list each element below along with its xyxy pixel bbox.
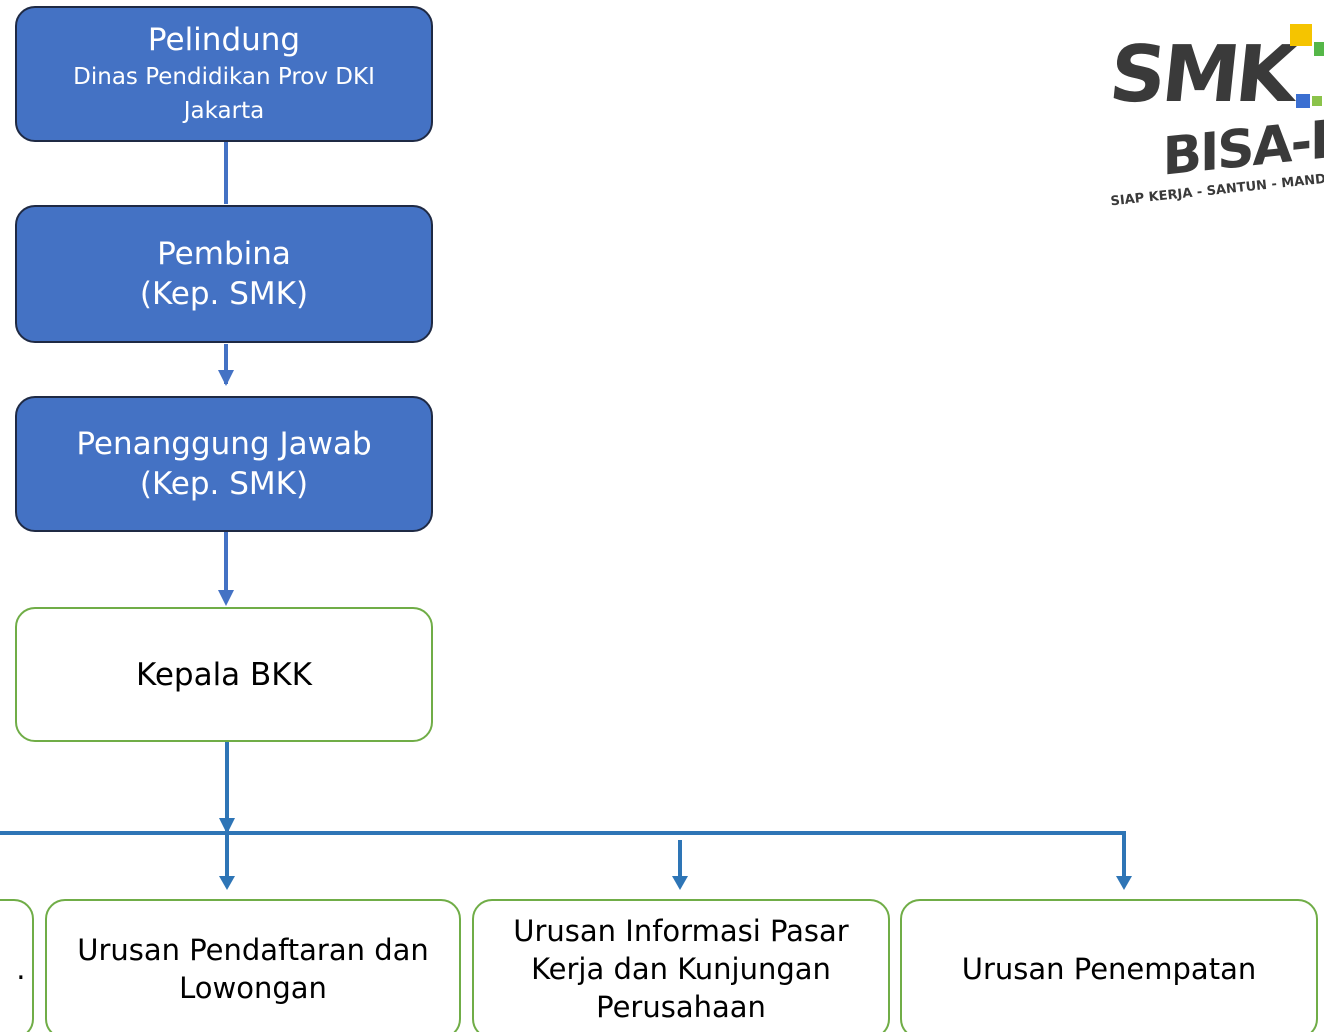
logo-square-blue [1296,94,1310,108]
node-urusan-informasi: Urusan Informasi Pasar Kerja dan Kunjung… [472,899,890,1032]
node-pembina-subtitle: (Kep. SMK) [139,276,309,312]
node-penanggung-jawab: Penanggung Jawab (Kep. SMK) [15,396,433,532]
arrowhead [218,370,234,386]
logo-smk-text: SMK [1105,30,1297,120]
node-pembina: Pembina (Kep. SMK) [15,205,433,343]
arrowhead [672,876,688,890]
node-urusan-penempatan-label: Urusan Penempatan [961,952,1257,986]
node-urusan-pendaftaran: Urusan Pendaftaran dan Lowongan [45,899,461,1032]
logo-square-yellow [1290,24,1312,46]
arrowhead [219,876,235,890]
smk-bisa-logo: SMK BISA-HE SIAP KERJA - SANTUN - MANDIR… [1105,14,1324,214]
node-pelindung-title: Pelindung [147,22,301,58]
node-pembina-title: Pembina [157,236,291,272]
arrowhead [218,590,234,606]
node-urusan-cut-label: … [16,950,26,988]
node-kepala-bkk: Kepala BKK [15,607,433,742]
logo-square-green [1314,42,1324,56]
arrowhead [219,818,235,834]
node-pelindung-subtitle: Dinas Pendidikan Prov DKI Jakarta [73,64,375,124]
node-penanggung-jawab-subtitle: (Kep. SMK) [139,466,309,502]
node-urusan-pendaftaran-label: Urusan Pendaftaran dan Lowongan [77,933,429,1005]
arrowhead [1116,876,1132,890]
node-penanggung-jawab-title: Penanggung Jawab [76,426,372,462]
node-kepala-bkk-title: Kepala BKK [136,656,312,693]
node-urusan-informasi-label: Urusan Informasi Pasar Kerja dan Kunjung… [513,914,849,1024]
logo-square-green-small [1312,96,1322,106]
node-pelindung: Pelindung Dinas Pendidikan Prov DKI Jaka… [15,6,433,142]
node-urusan-penempatan: Urusan Penempatan [900,899,1318,1032]
node-urusan-cut: … [0,899,34,1032]
